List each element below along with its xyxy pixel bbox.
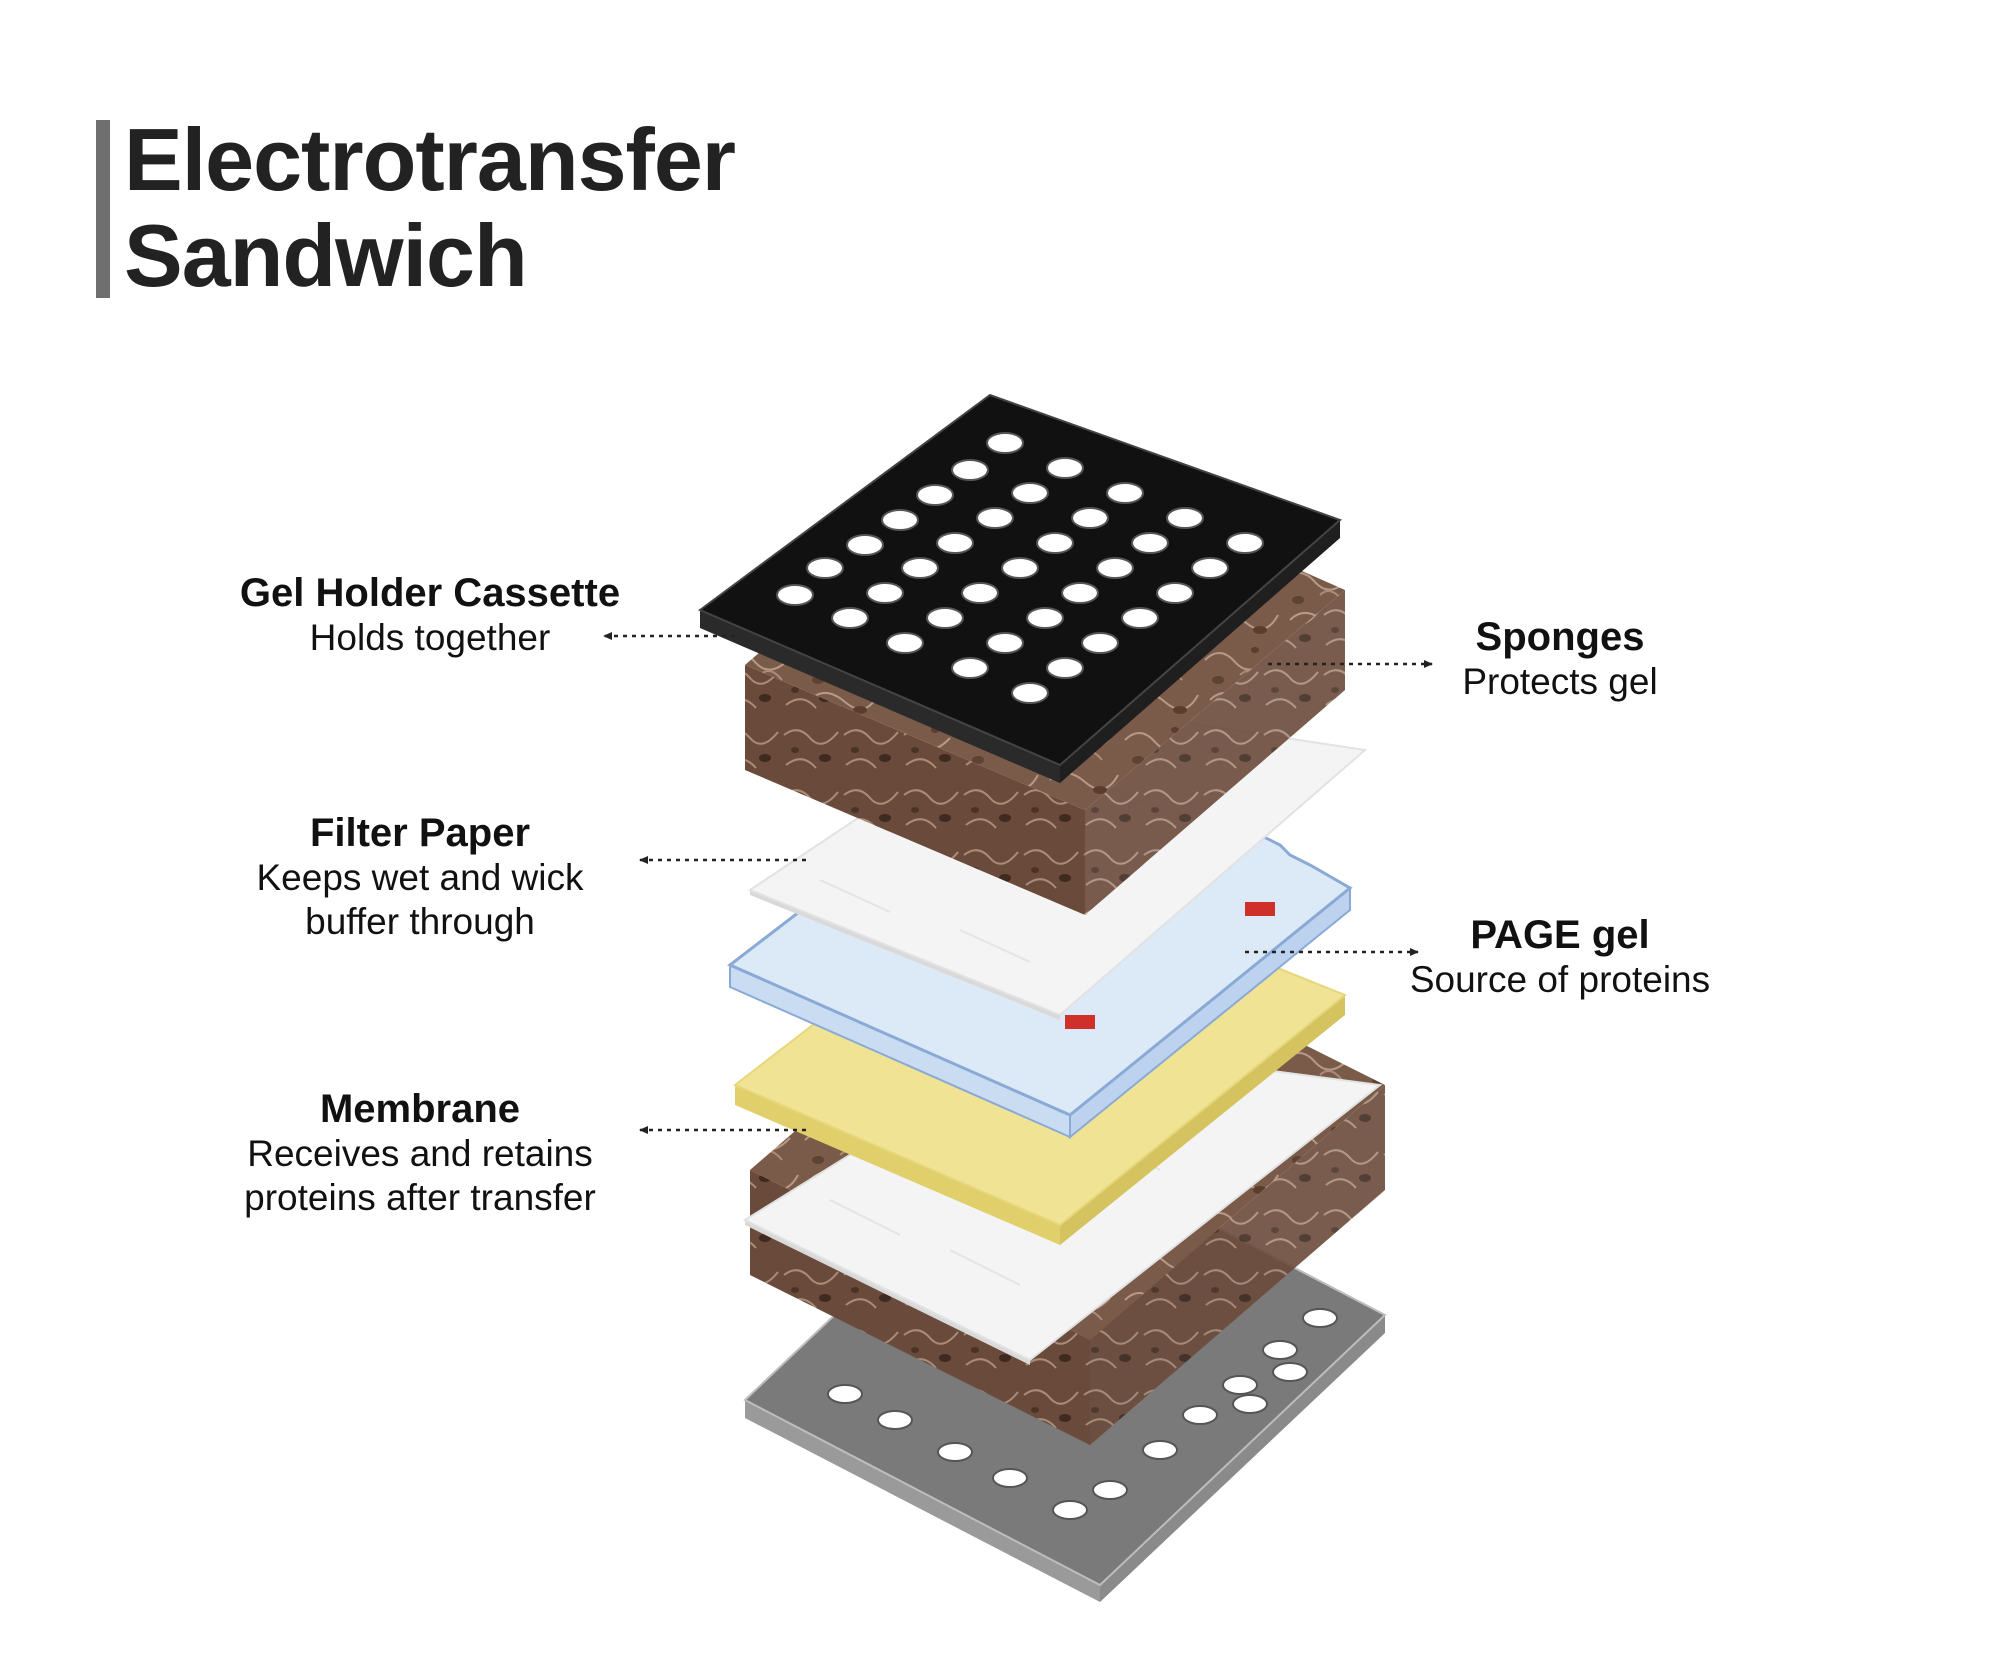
label-filter-paper: Filter Paper Keeps wet and wick buffer t… [210, 810, 630, 944]
label-description-line-2: proteins after transfer [244, 1177, 596, 1218]
protein-band-marker [1245, 902, 1275, 916]
label-description-line-2: buffer through [305, 901, 535, 942]
label-description: Protects gel [1462, 661, 1658, 702]
label-heading: Membrane [319, 1087, 521, 1131]
label-heading: PAGE gel [1470, 913, 1650, 957]
label-description-line-1: Keeps wet and wick [256, 857, 584, 898]
label-sponges: Sponges Protects gel [1400, 614, 1720, 704]
label-description: Source of proteins [1409, 959, 1711, 1000]
title-line-2: Sandwich [124, 206, 528, 305]
title-line-1: Electrotransfer [124, 110, 736, 209]
label-heading: Sponges [1475, 615, 1645, 659]
label-page-gel: PAGE gel Source of proteins [1370, 912, 1750, 1002]
callout-arrows [603, 632, 1433, 1134]
cassette-top [698, 393, 1342, 783]
page-title: Electrotransfer Sandwich [124, 110, 736, 305]
title-accent-bar [96, 120, 110, 298]
label-membrane: Membrane Receives and retains proteins a… [200, 1086, 640, 1220]
label-description-line-1: Receives and retains [247, 1133, 593, 1174]
label-heading: Gel Holder Cassette [239, 571, 621, 615]
label-gel-holder-cassette: Gel Holder Cassette Holds together [200, 570, 660, 660]
protein-band-marker [1065, 1015, 1095, 1029]
label-description: Holds together [309, 617, 551, 658]
label-heading: Filter Paper [309, 811, 531, 855]
